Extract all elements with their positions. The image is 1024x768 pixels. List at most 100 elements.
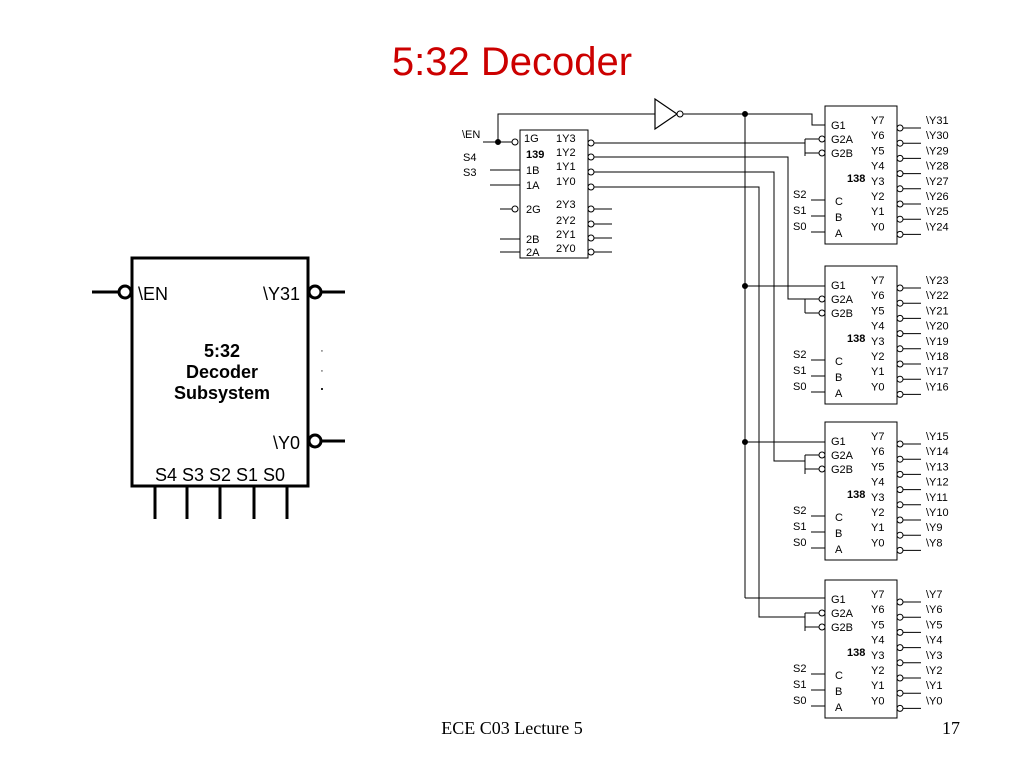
g2a-bubble xyxy=(818,295,826,303)
pin-b: B xyxy=(835,528,842,540)
output-bubble xyxy=(896,185,904,193)
output-bubble xyxy=(896,215,904,223)
chip139-en-input: \EN xyxy=(462,129,480,141)
pin-a: A xyxy=(835,702,843,714)
output-label: \Y16 xyxy=(926,381,949,393)
pin-2b: 2B xyxy=(526,234,539,246)
pin-g2a: G2A xyxy=(831,294,854,306)
chip139-s3-input: S3 xyxy=(463,167,476,179)
pin-y3: Y3 xyxy=(871,492,884,504)
output-bubble xyxy=(896,689,904,697)
ellipsis-dot: · xyxy=(320,345,324,357)
pin-a: A xyxy=(835,228,843,240)
pin-y6: Y6 xyxy=(871,446,884,458)
output-bubble xyxy=(896,170,904,178)
enable-bubble xyxy=(117,284,133,300)
output-bubble xyxy=(896,360,904,368)
pin-1y1: 1Y1 xyxy=(556,161,576,173)
g2b-bubble xyxy=(818,623,826,631)
pin-y7: Y7 xyxy=(871,275,884,287)
pin-y3: Y3 xyxy=(871,336,884,348)
subsystem-selects-label: S4 S3 S2 S1 S0 xyxy=(155,465,285,485)
subsystem-y0-label: \Y0 xyxy=(273,433,300,453)
pin-g2b: G2B xyxy=(831,464,853,476)
subsystem-y31-label: \Y31 xyxy=(263,284,300,304)
output-bubble xyxy=(896,644,904,652)
pin-2y0: 2Y0 xyxy=(556,243,576,255)
ellipsis-dot: · xyxy=(319,378,325,398)
chip139-part: 139 xyxy=(526,149,544,161)
output-bubble xyxy=(896,330,904,338)
output-label: \Y0 xyxy=(926,695,943,707)
output-bubble xyxy=(896,390,904,398)
pin-g2a: G2A xyxy=(831,450,854,462)
pin-1g: 1G xyxy=(524,133,539,145)
output-label: \Y13 xyxy=(926,461,949,473)
output-bubble xyxy=(896,531,904,539)
output-bubble xyxy=(896,659,904,667)
pin-g1: G1 xyxy=(831,280,846,292)
output-label: \Y26 xyxy=(926,191,949,203)
select-input-s2: S2 xyxy=(793,663,806,675)
output-label: \Y11 xyxy=(926,492,948,504)
output-bubble xyxy=(896,486,904,494)
pin-2y2: 2Y2 xyxy=(556,215,576,227)
output-label: \Y14 xyxy=(926,446,949,458)
chip-139: \EN S4 S3 1G 139 1B 1A 2G 2B 2A 1Y3 1Y2 … xyxy=(462,129,612,259)
pin-g1: G1 xyxy=(831,120,846,132)
g2b-bubble xyxy=(818,149,826,157)
pin-1y0: 1Y0 xyxy=(556,176,576,188)
output-label: \Y24 xyxy=(926,221,949,233)
pin-g1: G1 xyxy=(831,436,846,448)
pin-y4: Y4 xyxy=(871,161,884,173)
output-label: \Y19 xyxy=(926,336,949,348)
output-label: \Y29 xyxy=(926,145,949,157)
output-label: \Y12 xyxy=(926,477,949,489)
chip138-part-3: 138 xyxy=(847,647,865,659)
ellipsis-dot: · xyxy=(320,365,324,377)
pin-y4: Y4 xyxy=(871,477,884,489)
output-bubble xyxy=(896,470,904,478)
select-input-s0: S0 xyxy=(793,537,806,549)
output-label: \Y25 xyxy=(926,206,949,218)
subsystem-box xyxy=(130,256,310,488)
pin-c: C xyxy=(835,196,843,208)
output-bubble xyxy=(896,154,904,162)
pin-y2: Y2 xyxy=(871,507,884,519)
output-label: \Y20 xyxy=(926,321,949,333)
g2a-bubble xyxy=(818,609,826,617)
output-label: \Y18 xyxy=(926,351,949,363)
pin-y4: Y4 xyxy=(871,321,884,333)
chip138-box-0 xyxy=(824,105,898,245)
output-label: \Y1 xyxy=(926,680,943,692)
select-input-s1: S1 xyxy=(793,679,806,691)
pin-a: A xyxy=(835,388,843,400)
output-bubble xyxy=(896,546,904,554)
select-input-s0: S0 xyxy=(793,221,806,233)
pin-y1: Y1 xyxy=(871,522,884,534)
g2b-bubble xyxy=(818,309,826,317)
pin-y3: Y3 xyxy=(871,650,884,662)
pin-1b: 1B xyxy=(526,165,539,177)
output-bubble xyxy=(896,598,904,606)
pin-2y3: 2Y3 xyxy=(556,199,576,211)
chip139-s4-input: S4 xyxy=(463,152,476,164)
output-bubble xyxy=(896,455,904,463)
output-bubble xyxy=(896,230,904,238)
output-bubble xyxy=(896,704,904,712)
pin-y2: Y2 xyxy=(871,351,884,363)
select-input-s2: S2 xyxy=(793,349,806,361)
pin-1y3: 1Y3 xyxy=(556,133,576,145)
output-bubble xyxy=(896,613,904,621)
subsystem-name-line1: 5:32 xyxy=(204,341,240,361)
select-input-s2: S2 xyxy=(793,505,806,517)
g2a-bubble xyxy=(818,135,826,143)
chip138-part-0: 138 xyxy=(847,173,865,185)
pin-g2a: G2A xyxy=(831,608,854,620)
pin-2y1: 2Y1 xyxy=(556,229,576,241)
output-label: \Y6 xyxy=(926,604,943,616)
output-label: \Y31 xyxy=(926,115,949,127)
output-bubble xyxy=(896,516,904,524)
pin-y1: Y1 xyxy=(871,366,884,378)
output-bubble xyxy=(896,314,904,322)
